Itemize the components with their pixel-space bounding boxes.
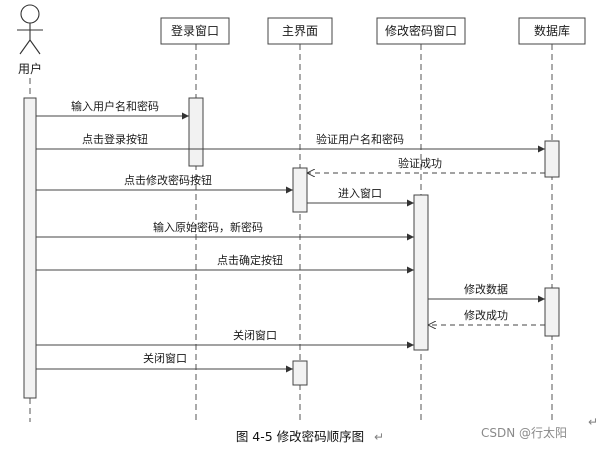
actor-head — [20, 4, 40, 24]
message-label: 点击确定按钮 — [217, 253, 283, 267]
participant-change-password-window: 修改密码窗口 — [376, 17, 466, 45]
actor-user: 用户 — [17, 4, 43, 76]
message-label: 验证成功 — [398, 156, 442, 170]
participant-login-window: 登录窗口 — [160, 17, 230, 45]
return-mark: ↵ — [374, 430, 384, 444]
participant-login-window-label: 登录窗口 — [171, 23, 219, 38]
activation-database-2 — [544, 287, 560, 337]
activation-database-1 — [544, 140, 560, 178]
activation-user — [23, 97, 37, 399]
message-label: 输入用户名和密码 — [71, 99, 159, 113]
participant-main-window: 主界面 — [267, 17, 333, 45]
actor-label: 用户 — [18, 61, 42, 76]
participant-main-window-label: 主界面 — [282, 24, 318, 38]
message-label: 点击登录按钮 — [82, 132, 148, 146]
message-label: 关闭窗口 — [233, 328, 277, 342]
message-label: 进入窗口 — [338, 186, 382, 200]
activation-main-window-2 — [292, 360, 308, 386]
activations — [23, 97, 560, 399]
message-label: 修改数据 — [464, 282, 508, 296]
actor-left-leg — [19, 39, 31, 55]
message-label: 验证用户名和密码 — [316, 132, 404, 146]
message-label: 点击修改密码按钮 — [124, 173, 212, 187]
activation-main-window-1 — [292, 167, 308, 213]
activation-change-password-window — [413, 194, 429, 351]
figure-caption: 图 4-5 修改密码顺序图 — [236, 429, 364, 444]
message-label: 输入原始密码，新密码 — [153, 220, 263, 234]
activation-login-window — [188, 97, 204, 167]
return-mark: ↵ — [588, 415, 598, 429]
participant-database-label: 数据库 — [534, 23, 570, 38]
message-label: 修改成功 — [464, 308, 508, 322]
participant-database: 数据库 — [518, 17, 586, 45]
actor-right-leg — [29, 39, 41, 55]
messages: 输入用户名和密码 点击登录按钮 验证用户名和密码 验证成功 点击修改密码按钮 进… — [36, 99, 545, 373]
watermark: CSDN @行太阳 — [481, 425, 567, 440]
message-label: 关闭窗口 — [143, 351, 187, 365]
participant-change-password-window-label: 修改密码窗口 — [385, 23, 457, 38]
